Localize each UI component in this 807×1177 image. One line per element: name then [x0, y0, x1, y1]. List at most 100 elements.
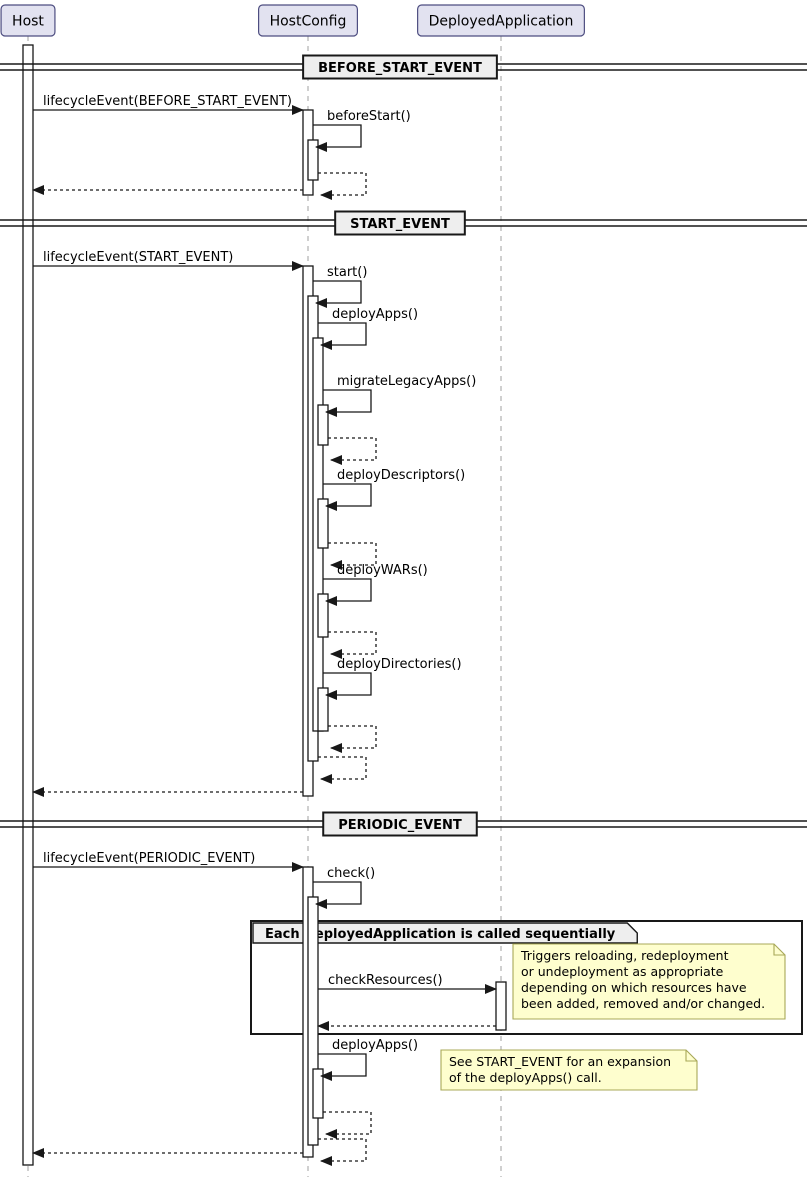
divider-label: BEFORE_START_EVENT [318, 61, 482, 76]
note-line: or undeployment as appropriate [521, 964, 724, 979]
message-label: migrateLegacyApps() [337, 374, 476, 389]
message-line [318, 1138, 367, 1166]
message-m23 [323, 1111, 372, 1139]
message-label: deployWARs() [337, 563, 428, 578]
divider-box [322, 811, 478, 837]
message-m24 [318, 1138, 367, 1166]
message-label: start() [327, 265, 367, 280]
message-m3 [318, 172, 367, 200]
message-m15 [328, 725, 377, 753]
message-m18: lifecycleEvent(PERIODIC_EVENT) [33, 851, 304, 872]
note-line: depending on which resources have [521, 980, 747, 995]
activation-bar-act-hc-2d [317, 498, 329, 549]
message-label: deployApps() [332, 1038, 418, 1053]
group-each-deployedapplication: Each DeployedApplication is called seque… [250, 920, 803, 1035]
activation-bar-act-hc-2c [317, 404, 329, 446]
message-line [323, 483, 372, 511]
divider-box [334, 210, 466, 236]
message-m22: deployApps() [318, 1038, 418, 1081]
participant-box-hostconfig [258, 4, 358, 37]
message-m11 [328, 542, 377, 570]
message-line [323, 578, 372, 606]
message-line [323, 389, 372, 417]
message-m9 [328, 437, 377, 465]
participant-hostconfig[interactable]: HostConfig [258, 4, 358, 37]
activation-bar-act-hc-3b [312, 1068, 324, 1119]
group-header-shape [252, 922, 638, 944]
message-line [313, 881, 362, 909]
participants-layer: Host HostConfig DeployedApplication [0, 4, 585, 37]
activation-bar-act-hc-1n [307, 139, 319, 181]
message-line [323, 672, 372, 700]
message-line [323, 1111, 372, 1139]
note-line: See START_EVENT for an expansion [449, 1054, 671, 1069]
message-line [318, 322, 367, 350]
note-body [440, 1049, 698, 1091]
message-m7: deployApps() [318, 307, 418, 350]
message-m12: deployWARs() [323, 563, 428, 606]
message-label: beforeStart() [327, 109, 411, 124]
activation-bar-act-host [22, 44, 34, 1166]
message-label: deployDirectories() [337, 657, 462, 672]
message-line [318, 1053, 367, 1081]
message-m5: lifecycleEvent(START_EVENT) [33, 250, 304, 271]
message-label: lifecycleEvent(BEFORE_START_EVENT) [43, 94, 292, 109]
note-body [512, 943, 786, 1020]
message-line [313, 124, 362, 152]
participant-label-deployedapp: DeployedApplication [429, 14, 574, 30]
message-m10: deployDescriptors() [323, 468, 465, 511]
groups-layer: Each DeployedApplication is called seque… [250, 920, 803, 1035]
message-line [328, 725, 377, 753]
divider-box [302, 54, 498, 80]
activations-layer [22, 44, 507, 1166]
message-line [318, 756, 367, 784]
message-m14: deployDirectories() [323, 657, 462, 700]
message-line [318, 172, 367, 200]
message-label: deployApps() [332, 307, 418, 322]
message-m2: beforeStart() [313, 109, 411, 152]
message-m8: migrateLegacyApps() [323, 374, 476, 417]
message-label: checkResources() [328, 973, 443, 988]
message-label: lifecycleEvent(START_EVENT) [43, 250, 233, 265]
message-m16 [318, 756, 367, 784]
divider-label: START_EVENT [350, 217, 450, 232]
group-label: Each DeployedApplication is called seque… [265, 927, 616, 942]
participant-host[interactable]: Host [0, 4, 56, 37]
message-m13 [328, 631, 377, 659]
message-m20: checkResources() [318, 973, 497, 994]
message-label: check() [327, 866, 375, 881]
message-label: deployDescriptors() [337, 468, 465, 483]
message-line [328, 542, 377, 570]
note-line: been added, removed and/or changed. [521, 996, 765, 1011]
participant-label-hostconfig: HostConfig [270, 14, 347, 30]
divider-periodic: PERIODIC_EVENT [0, 811, 807, 837]
note-fold-corner [685, 1050, 697, 1062]
participant-label-host: Host [12, 14, 44, 30]
message-label: lifecycleEvent(PERIODIC_EVENT) [43, 851, 255, 866]
note-fold-corner [773, 944, 785, 956]
participant-box-host [0, 4, 56, 37]
messages-layer: lifecycleEvent(BEFORE_START_EVENT)before… [32, 94, 497, 1166]
message-m6: start() [313, 265, 367, 308]
note-line: Triggers reloading, redeployment [520, 948, 729, 963]
message-line [328, 437, 377, 465]
group-frame [250, 920, 803, 1035]
participant-box-deployedapp [417, 4, 585, 37]
message-m1: lifecycleEvent(BEFORE_START_EVENT) [33, 94, 304, 115]
activation-bar-act-hc-2f [317, 687, 329, 732]
lifelines-layer [27, 36, 502, 1177]
message-line [328, 631, 377, 659]
divider-start: START_EVENT [0, 210, 807, 236]
activation-bar-act-hc-2e [317, 593, 329, 638]
note-line: of the deployApps() call. [449, 1070, 602, 1085]
message-line [313, 280, 362, 308]
activation-bar-act-da-1 [495, 981, 507, 1031]
dividers-layer: BEFORE_START_EVENT START_EVENT PERIODIC_EV… [0, 54, 807, 837]
divider-label: PERIODIC_EVENT [338, 818, 462, 833]
participant-deployedapp[interactable]: DeployedApplication [417, 4, 585, 37]
